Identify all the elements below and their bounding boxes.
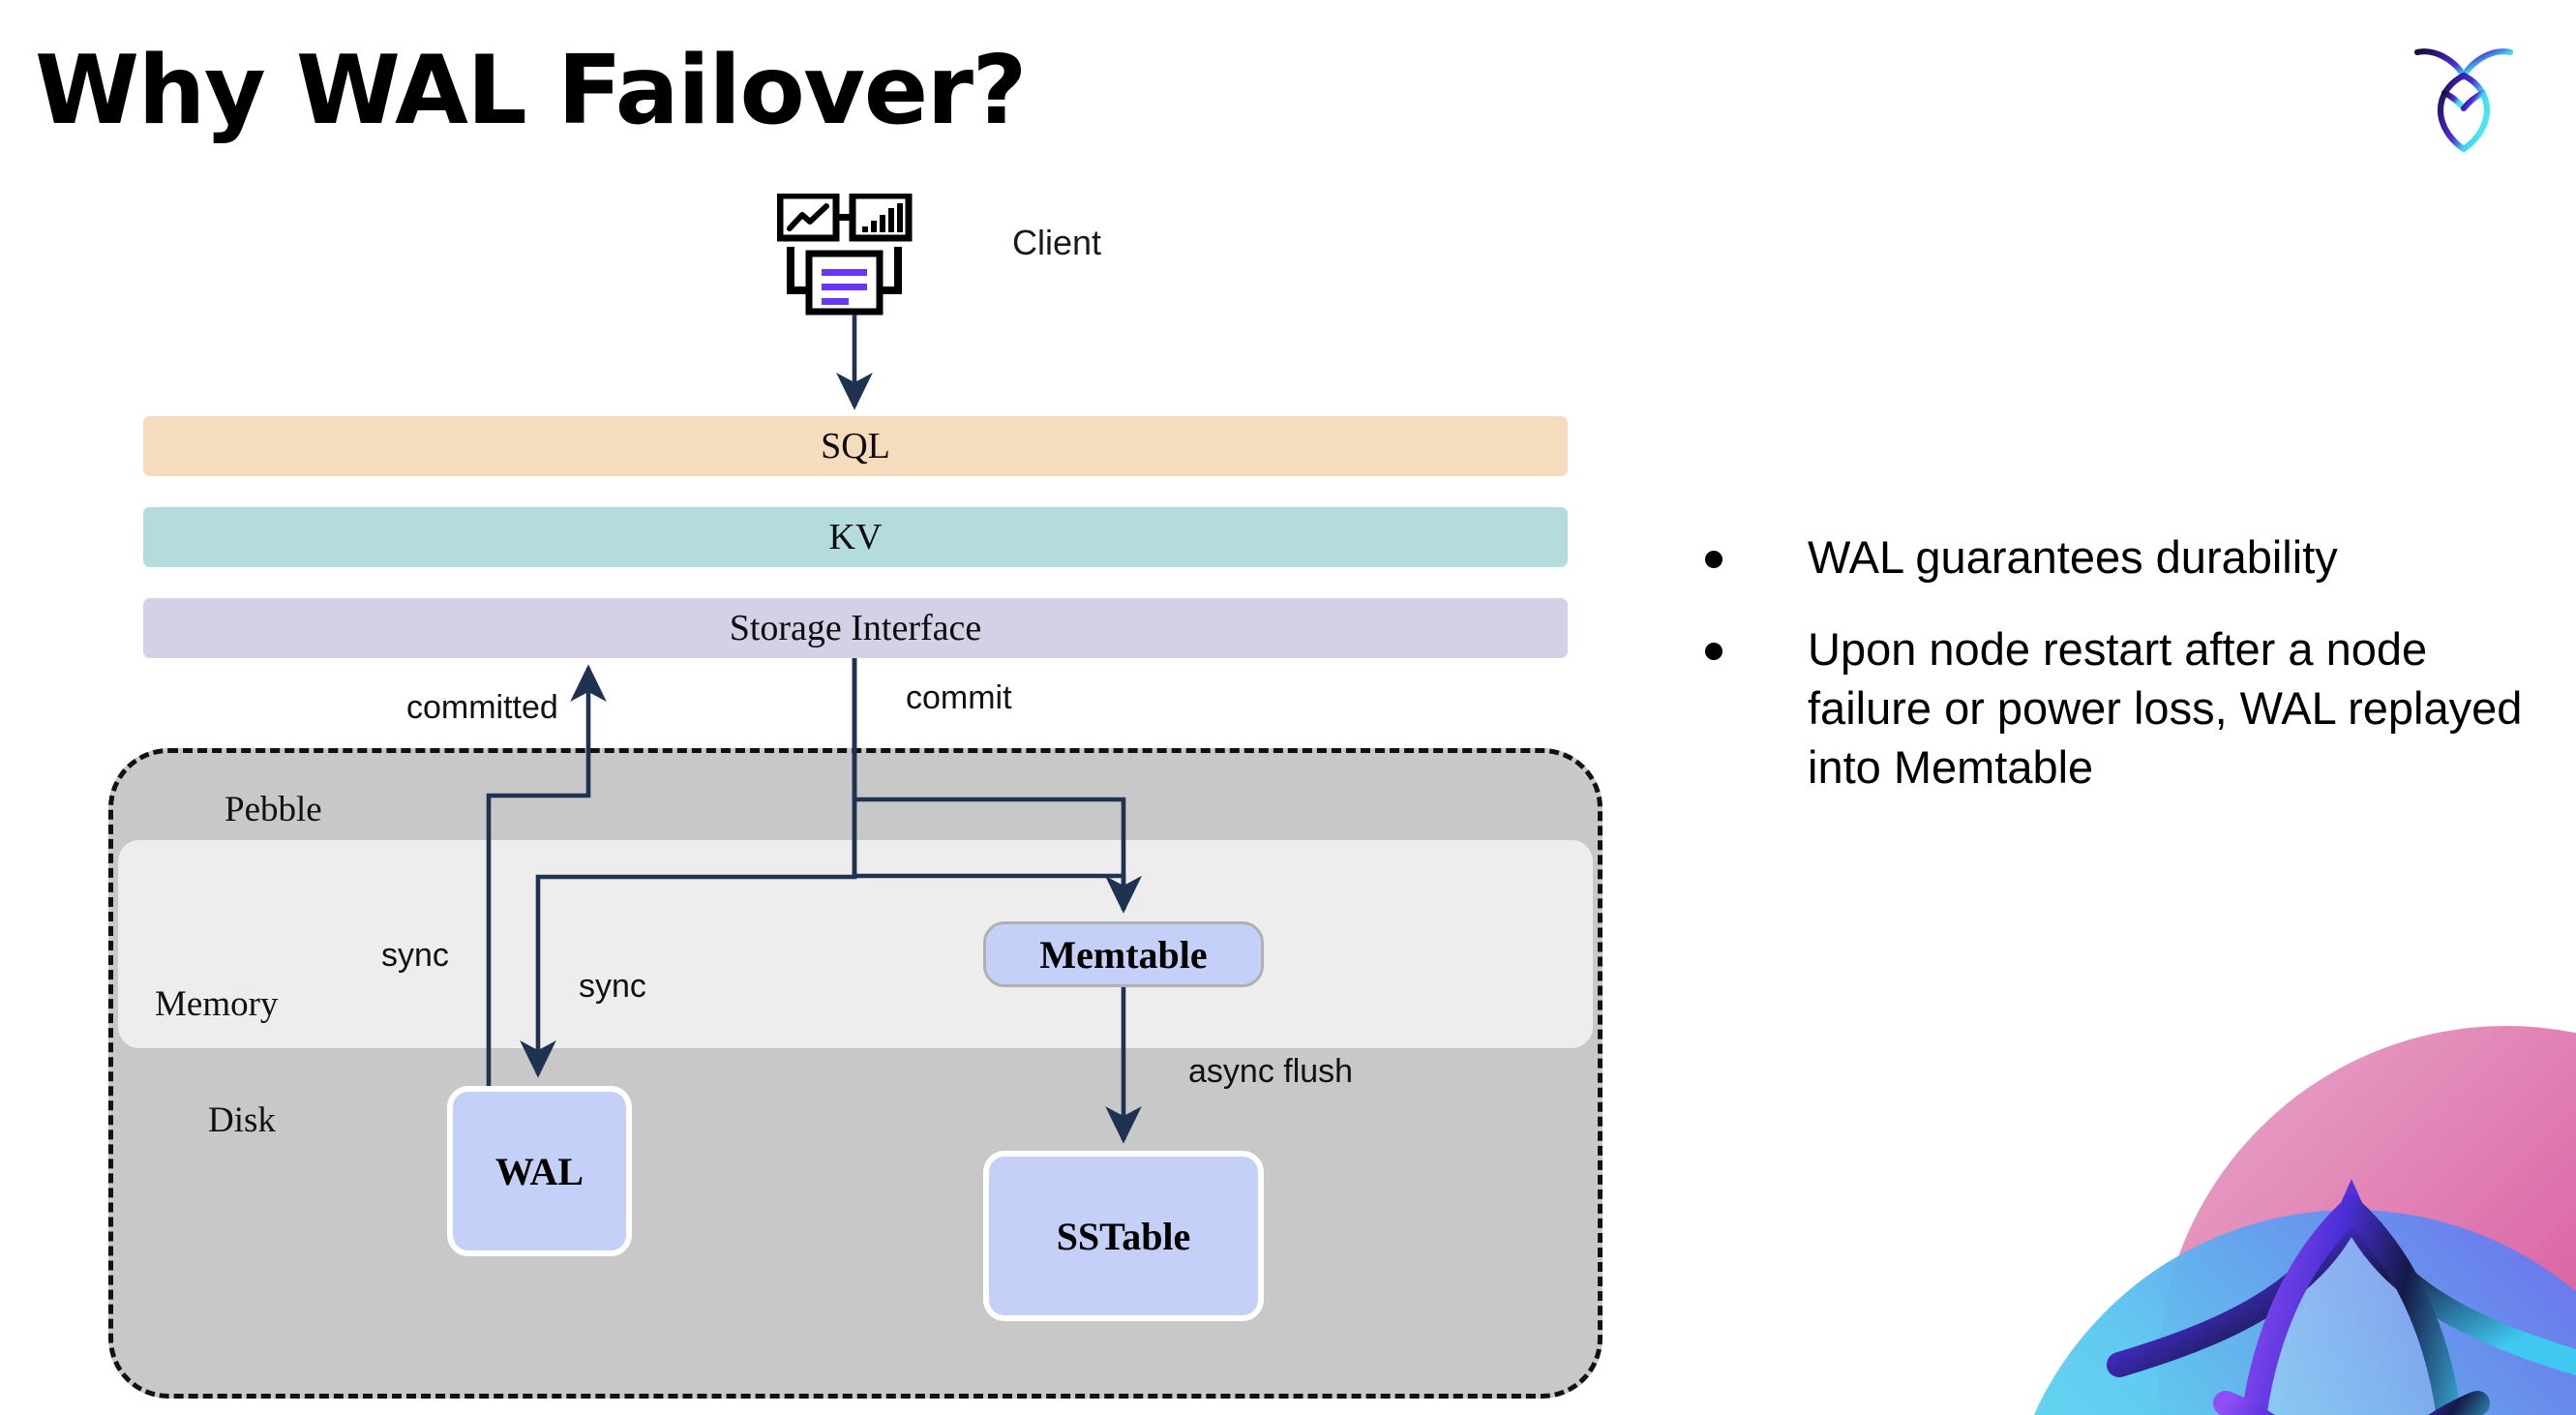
node-sstable: SSTable <box>983 1151 1264 1321</box>
edge-label-async-flush: async flush <box>1188 1053 1354 1090</box>
client-devices-icon <box>776 192 927 319</box>
bullet-list: WAL guarantees durability Upon node rest… <box>1705 527 2539 829</box>
cockroachdb-logo <box>2406 35 2522 157</box>
bullet-dot-icon <box>1705 551 1722 568</box>
layer-bar-storage-interface-label: Storage Interface <box>729 608 982 648</box>
bullet-text: WAL guarantees durability <box>1808 531 2338 583</box>
layer-bar-storage-interface: Storage Interface <box>143 598 1568 658</box>
node-memtable-label: Memtable <box>1039 932 1208 977</box>
disk-label: Disk <box>208 1100 276 1140</box>
bullet-text: Upon node restart after a node failure o… <box>1808 623 2523 794</box>
pebble-label: Pebble <box>225 790 322 829</box>
node-memtable: Memtable <box>983 921 1264 987</box>
memory-zone <box>118 840 1593 1048</box>
node-wal: WAL <box>447 1086 632 1256</box>
client-label: Client <box>1012 223 1102 262</box>
decorative-logo-watermark <box>1935 919 2576 1415</box>
bullet-dot-icon <box>1705 643 1722 661</box>
list-item: Upon node restart after a node failure o… <box>1705 619 2539 797</box>
layer-bar-sql-label: SQL <box>821 426 890 467</box>
memory-label: Memory <box>155 984 279 1024</box>
node-wal-label: WAL <box>494 1149 584 1193</box>
edge-label-sync-left: sync <box>381 937 449 974</box>
edge-label-sync-right: sync <box>579 968 646 1005</box>
list-item: WAL guarantees durability <box>1705 527 2539 587</box>
layer-bar-sql: SQL <box>143 416 1568 476</box>
layer-bar-kv: KV <box>143 507 1568 567</box>
node-sstable-label: SSTable <box>1056 1214 1191 1258</box>
page-title: Why WAL Failover? <box>35 36 1027 146</box>
layer-bar-kv-label: KV <box>828 517 883 557</box>
edge-label-committed: committed <box>406 689 558 726</box>
edge-label-commit: commit <box>906 679 1012 716</box>
